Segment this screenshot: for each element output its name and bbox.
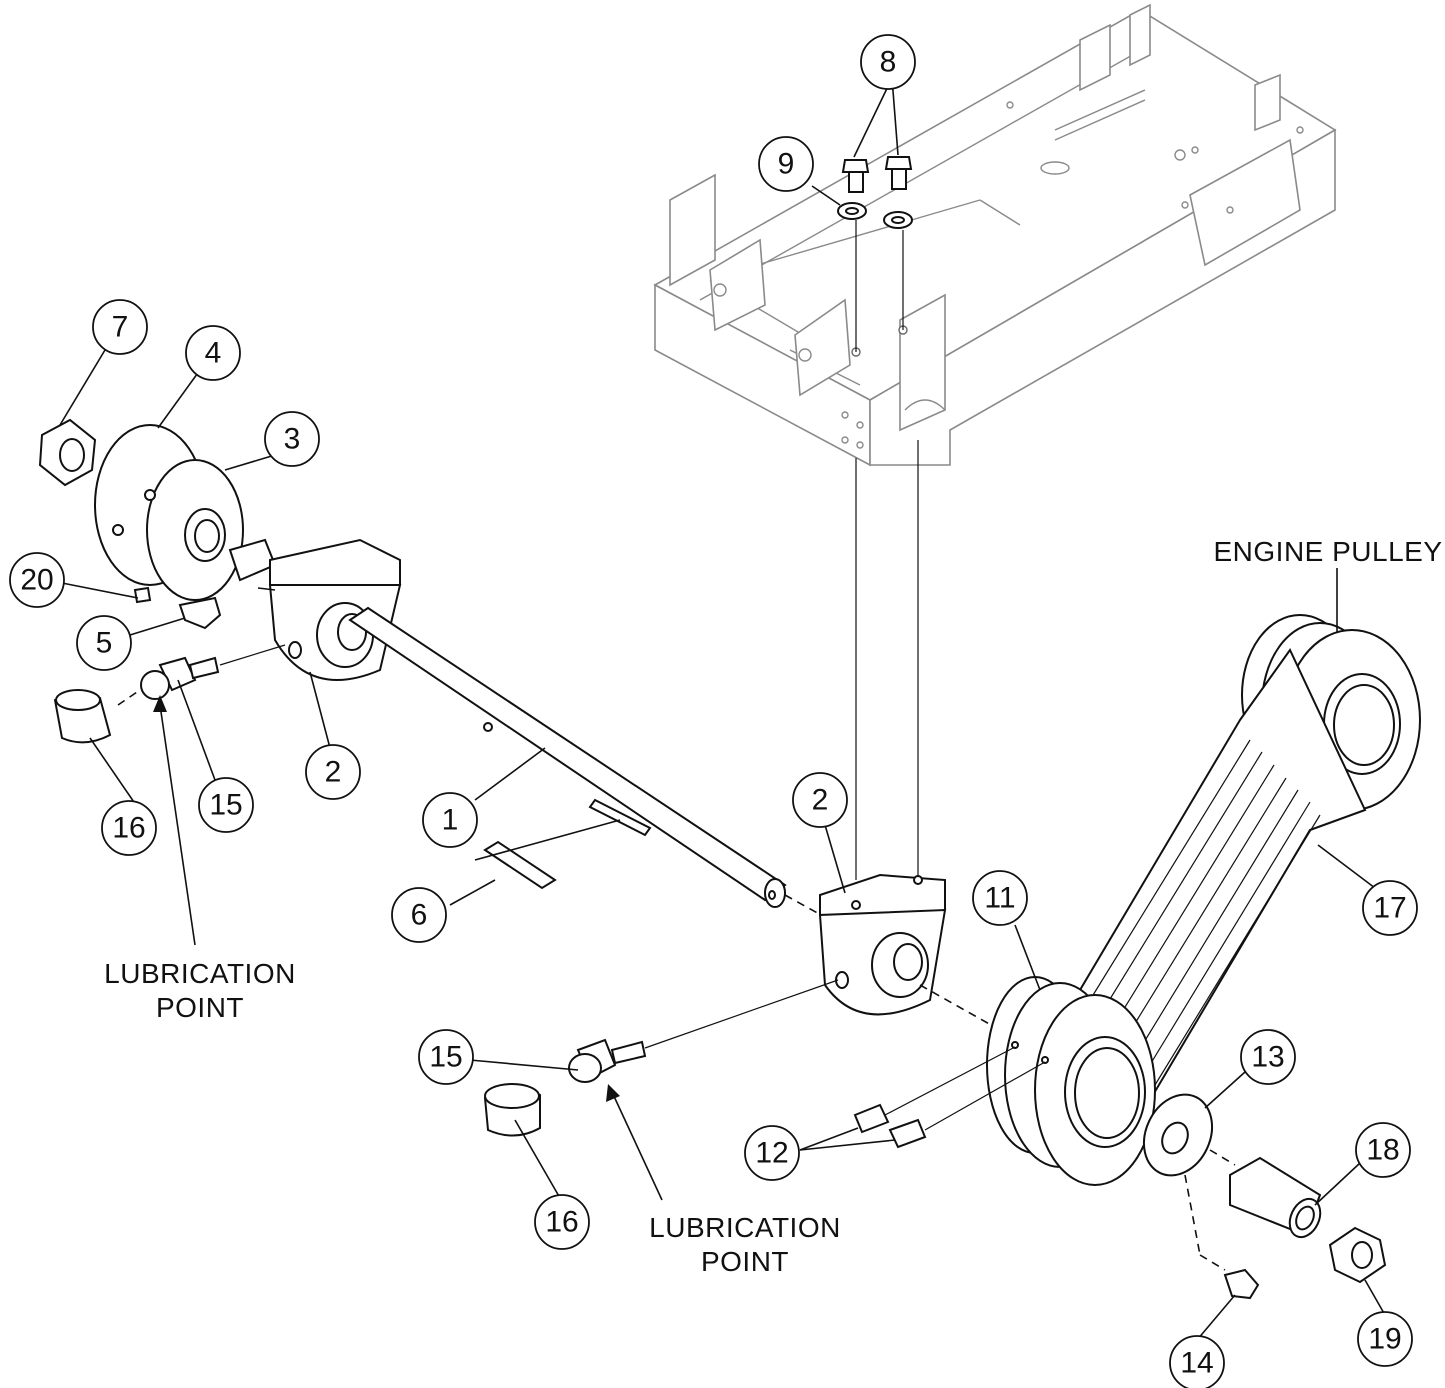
callout-8: 8: [860, 34, 916, 90]
callout-5-text: 5: [96, 627, 113, 660]
callout-13-text: 13: [1251, 1041, 1284, 1074]
machine-frame: [653, 3, 1337, 467]
callout-1-text: 1: [442, 804, 459, 837]
callout-19: 19: [1357, 1311, 1413, 1367]
callout-9: 9: [758, 136, 814, 192]
driven-pulley: [986, 976, 1156, 1186]
right-bearing: [818, 873, 1161, 1121]
shaft-and-left-bearing: [228, 538, 831, 921]
callout-7: 7: [92, 299, 148, 355]
bolts-and-washers: [837, 156, 919, 880]
lubrication-point-center-line1: LUBRICATION: [649, 1212, 841, 1243]
callout-14: 14: [1169, 1335, 1225, 1388]
callout-16-left-text: 16: [112, 812, 145, 845]
grease-fitting-left: [53, 644, 286, 744]
lubrication-point-left-line1: LUBRICATION: [104, 958, 296, 989]
set-screws: [853, 1046, 1046, 1149]
callout-3: 3: [264, 411, 320, 467]
callout-14-text: 14: [1180, 1347, 1213, 1380]
callout-15-left-text: 15: [209, 789, 242, 822]
callout-8-text: 8: [880, 46, 897, 79]
callout-17-text: 17: [1373, 892, 1406, 925]
callout-11-text: 11: [984, 882, 1015, 915]
callout-12: 12: [744, 1125, 800, 1181]
callout-7-text: 7: [112, 311, 129, 344]
lubrication-point-center-line2: POINT: [701, 1246, 789, 1277]
callout-3-text: 3: [284, 423, 301, 456]
callout-16-left: 16: [101, 800, 157, 856]
callout-4-text: 4: [205, 337, 222, 370]
lubrication-point-left-line2: POINT: [156, 992, 244, 1023]
grease-fitting-center: [483, 979, 839, 1137]
callout-6: 6: [391, 887, 447, 943]
callout-20-text: 20: [20, 564, 53, 597]
callout-18: 18: [1355, 1122, 1411, 1178]
callout-5: 5: [76, 615, 132, 671]
callout-13: 13: [1240, 1029, 1296, 1085]
engine-pulley-and-belts: [1078, 614, 1421, 1102]
callout-9-text: 9: [778, 148, 795, 181]
callout-2-left-text: 2: [325, 756, 342, 789]
callout-16-center-text: 16: [545, 1206, 578, 1239]
callout-18-text: 18: [1366, 1134, 1399, 1167]
callout-11: 11: [972, 870, 1028, 926]
callout-20: 20: [9, 552, 65, 608]
callout-15-center-text: 15: [429, 1041, 462, 1074]
hub-bushing-nut: [1142, 1093, 1387, 1300]
callout-16-center: 16: [534, 1194, 590, 1250]
callout-15-left: 15: [198, 777, 254, 833]
callout-6-text: 6: [411, 899, 428, 932]
callout-19-text: 19: [1368, 1323, 1401, 1356]
leader-lines: [59, 77, 1386, 1341]
callout-4: 4: [185, 325, 241, 381]
callout-12-text: 12: [755, 1137, 788, 1170]
engine-pulley-label: ENGINE PULLEY: [1213, 536, 1442, 567]
callout-2-right: 2: [792, 772, 848, 828]
callout-1: 1: [422, 792, 478, 848]
callout-17: 17: [1362, 880, 1418, 936]
callout-15-center: 15: [418, 1029, 474, 1085]
left-pulley-assembly: [38, 418, 244, 630]
callout-2-right-text: 2: [812, 784, 829, 817]
callout-2-left: 2: [305, 744, 361, 800]
